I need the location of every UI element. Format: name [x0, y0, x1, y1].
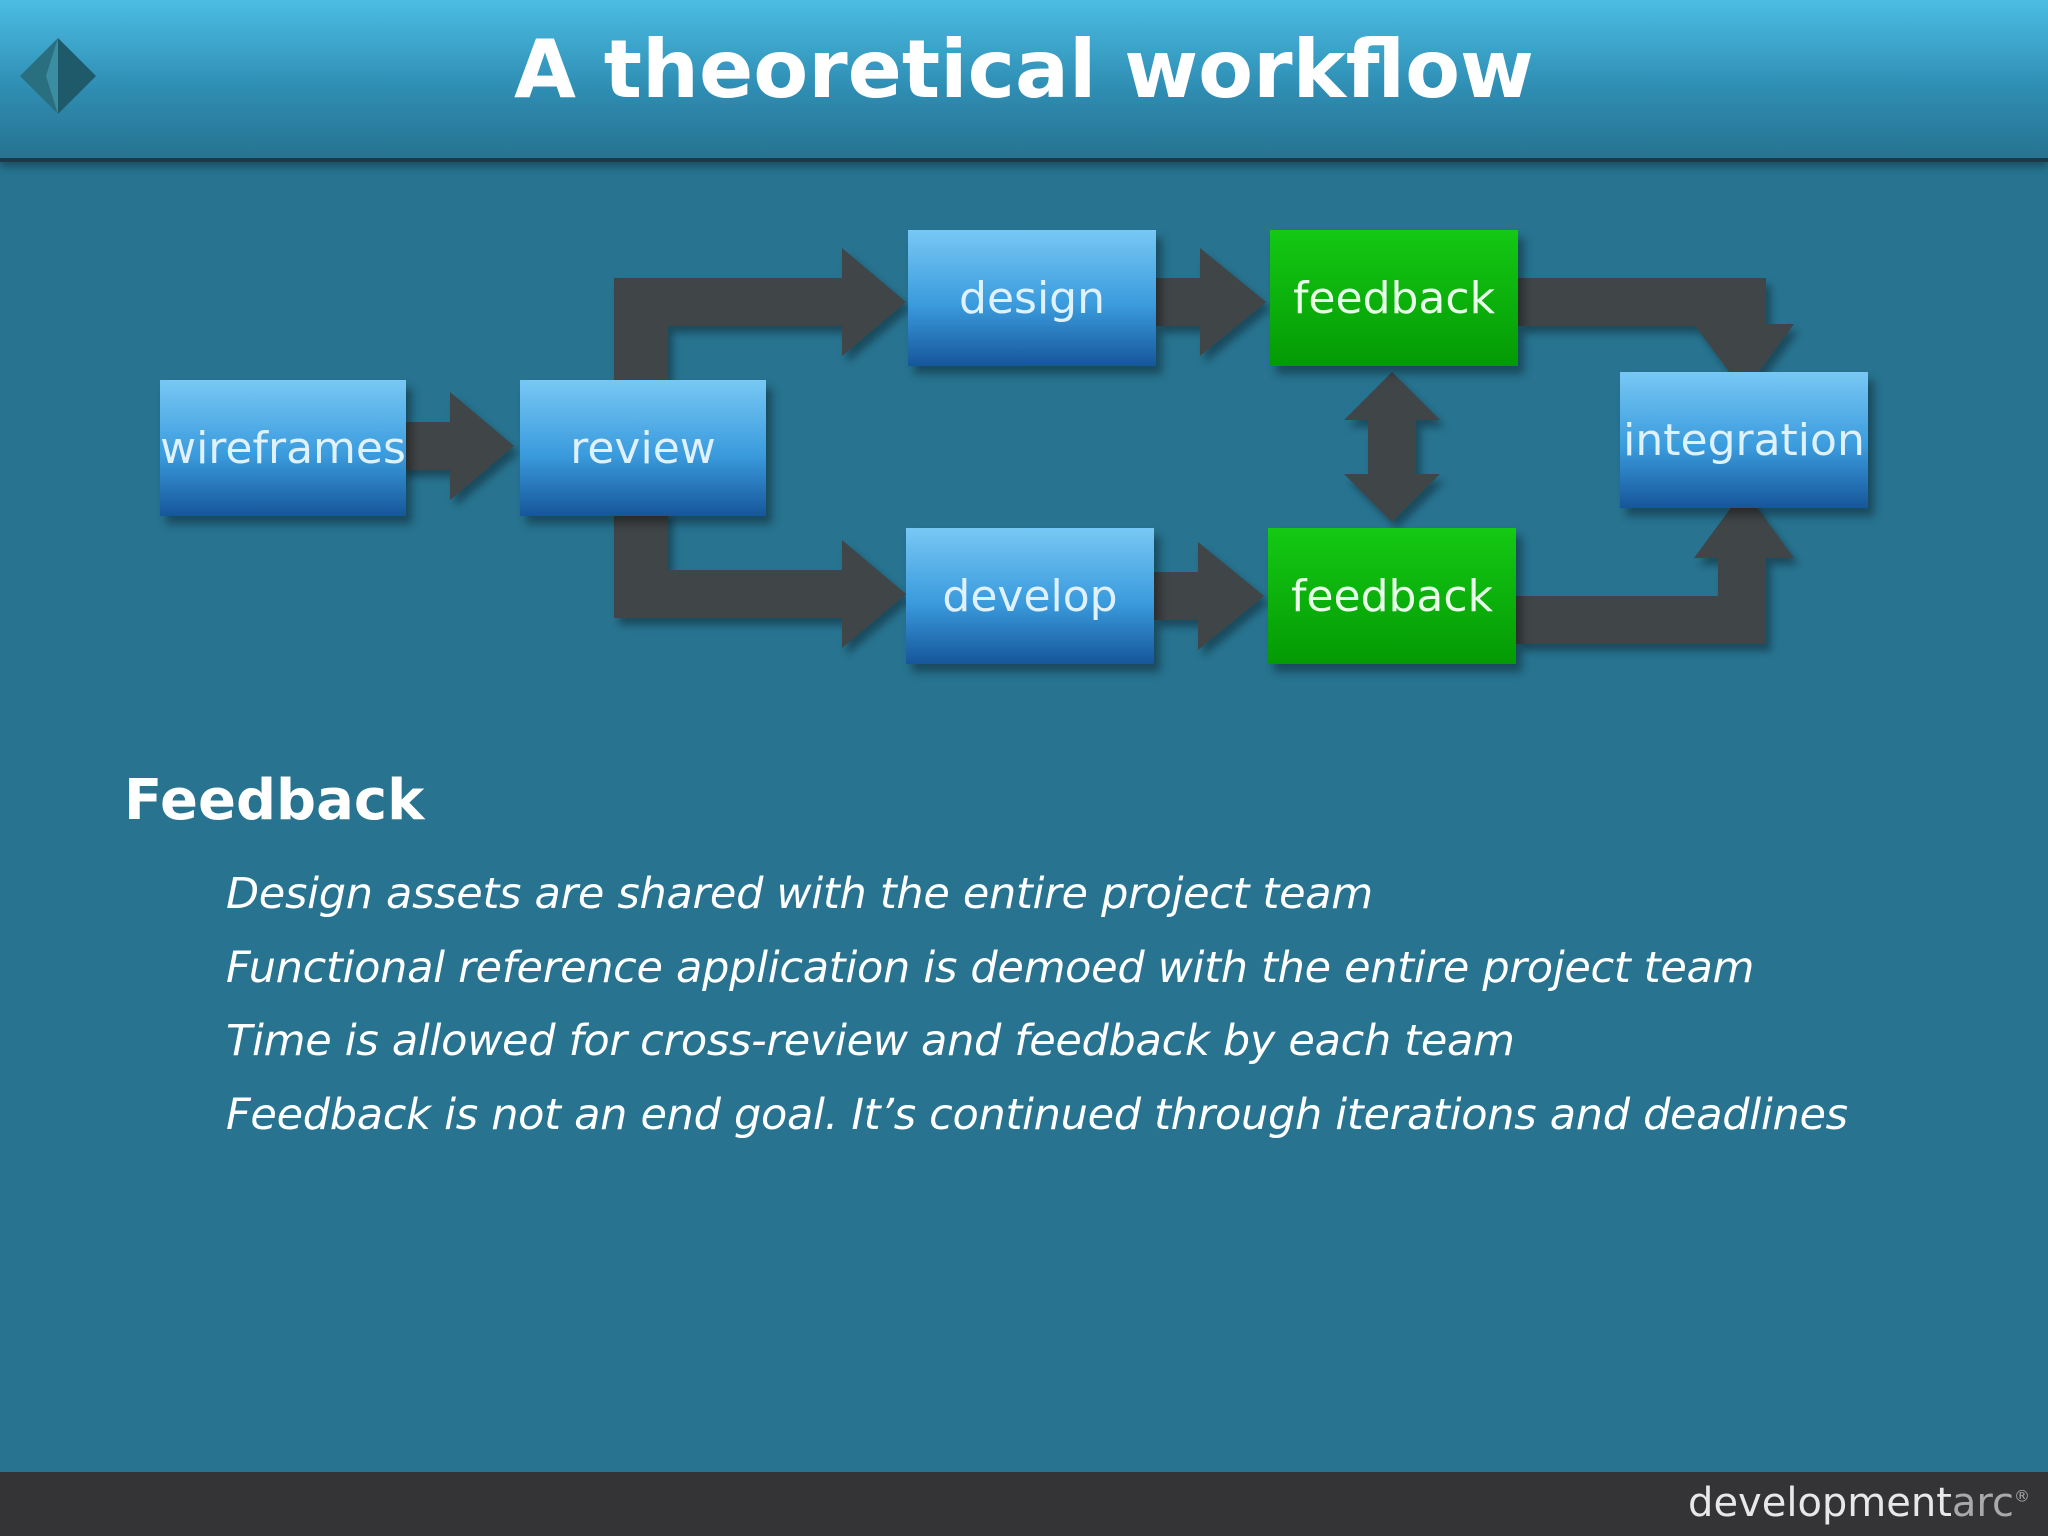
node-integration: integration	[1620, 372, 1868, 508]
workflow-diagram	[400, 248, 1794, 650]
arrow-develop-to-feedback	[1154, 542, 1264, 650]
node-feedback-top: feedback	[1270, 230, 1518, 366]
node-review: review	[520, 380, 766, 516]
arrow-feedback-to-integration-top	[1518, 278, 1794, 392]
arrow-review-to-develop	[614, 510, 906, 648]
slide-header: A theoretical workflow	[0, 0, 2048, 162]
node-design: design	[908, 230, 1156, 366]
brand-main: development	[1688, 1480, 1952, 1526]
arrow-feedback-to-integration-bottom	[1516, 490, 1794, 644]
bullet-item: Time is allowed for cross-review and fee…	[226, 1016, 1515, 1066]
arrow-design-to-feedback	[1156, 248, 1266, 356]
developmentarc-logo-icon	[20, 38, 96, 114]
section-heading-feedback: Feedback	[124, 768, 425, 833]
brand-light: arc	[1951, 1480, 2014, 1526]
arrow-feedback-bidirectional	[1344, 372, 1440, 522]
arrow-wireframes-to-review	[400, 392, 514, 500]
arrow-review-to-design	[614, 248, 906, 382]
bullet-item: Feedback is not an end goal. It’s contin…	[226, 1089, 1848, 1140]
slide-title: A theoretical workflow	[514, 23, 1534, 116]
node-feedback-bottom: feedback	[1268, 528, 1516, 664]
slide-footer	[0, 1472, 2048, 1536]
feedback-bullet-list: Design assets are shared with the entire…	[226, 858, 1848, 1152]
bullet-item: Functional reference application is demo…	[226, 942, 1755, 993]
brand-registered-mark: ®	[2014, 1486, 2030, 1506]
node-wireframes: wireframes	[160, 380, 406, 516]
node-develop: develop	[906, 528, 1154, 664]
bullet-item: Design assets are shared with the entire…	[226, 869, 1373, 919]
brand-wordmark: developmentarc®	[1688, 1480, 2030, 1526]
